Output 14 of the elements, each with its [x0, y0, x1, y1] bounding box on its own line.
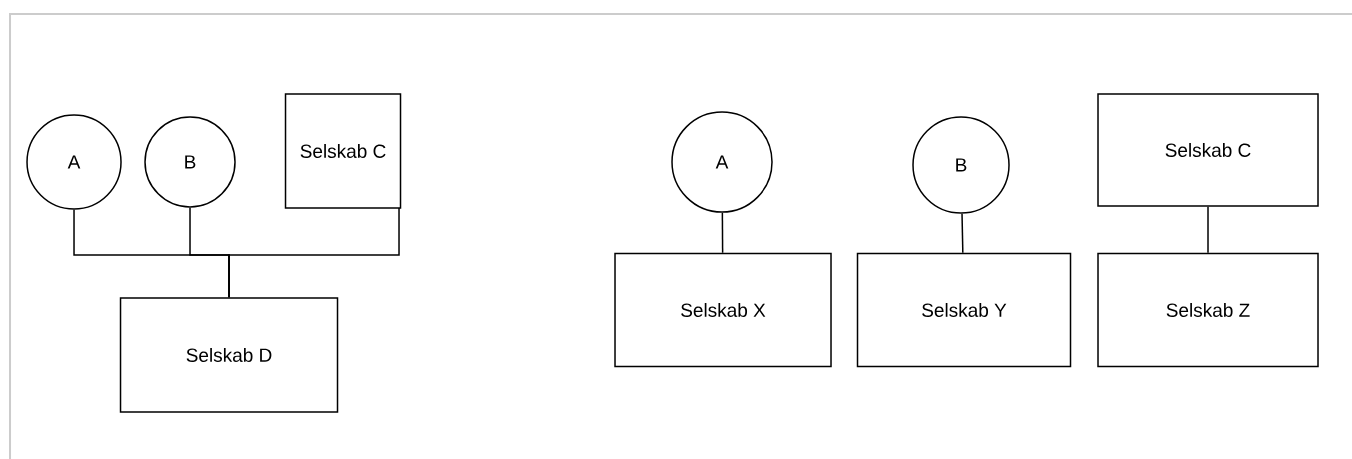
company-box: Selskab D: [119, 297, 339, 413]
company-box: Selskab Z: [1097, 252, 1319, 368]
company-box: Selskab X: [614, 252, 832, 368]
company-box: Selskab C: [1097, 93, 1319, 207]
circle-node: A: [671, 111, 773, 213]
connector-line: [228, 207, 400, 298]
connector-line: [721, 212, 724, 254]
company-box: Selskab C: [284, 93, 402, 209]
circle-node: B: [912, 116, 1010, 214]
company-box: Selskab Y: [856, 252, 1072, 368]
circle-node: B: [144, 116, 236, 208]
circle-node: A: [26, 114, 122, 210]
connector-line: [1207, 206, 1209, 254]
connector-line: [961, 213, 964, 254]
